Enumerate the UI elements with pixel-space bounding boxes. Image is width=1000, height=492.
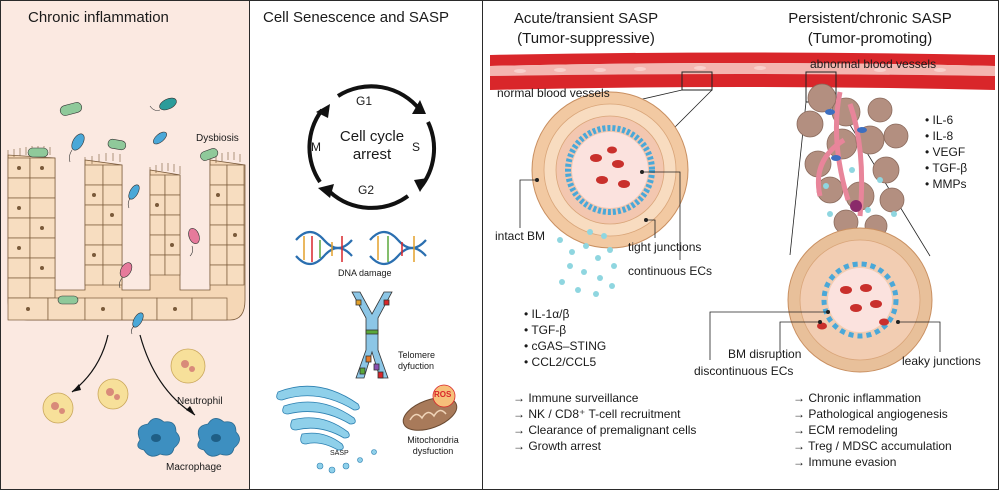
tight-junctions-label: tight junctions: [628, 240, 702, 254]
acute-factor: • CCL2/CCL5: [524, 355, 597, 369]
acute-outcome-list: → Immune surveillance → NK / CD8⁺ T-cell…: [513, 390, 696, 454]
sasp-vesicles: [316, 449, 377, 474]
panel1-title: Chronic inflammation: [28, 9, 169, 26]
continuous-ecs-label: continuous ECs: [628, 264, 713, 278]
abnormal-vessel-rbcs: [817, 284, 889, 330]
acute-factor-list: • IL-1α/β • TGF-β • cGAS–STING • CCL2/CC…: [524, 306, 606, 370]
chronic-factor: • IL-6: [925, 113, 954, 127]
telomere-label: Telomere dyfuction: [398, 350, 436, 371]
normal-vessel-rbcs: [590, 146, 630, 188]
ros-label: ROS: [434, 390, 452, 399]
phase-m-label: M: [311, 140, 321, 154]
mitochondria-label: Mitochondria dysfuction: [407, 435, 459, 456]
chromosome-icon: [351, 291, 393, 379]
golgi-icon: [276, 385, 360, 451]
chronic-factor: • VEGF: [925, 145, 966, 159]
dna-helix-icon: [295, 230, 427, 266]
mitochondria-icon: [402, 384, 458, 431]
acute-outcome: → Clearance of premalignant cells: [513, 423, 697, 437]
acute-factor: • IL-1α/β: [524, 307, 570, 321]
acute-outcome: → NK / CD8⁺ T-cell recruitment: [513, 407, 681, 421]
abnormal-callout-lines: [709, 311, 941, 360]
acute-sasp-particles: [557, 229, 617, 297]
chronic-outcome: → Chronic inflammation: [793, 391, 922, 405]
bacteria-flagella: [69, 105, 193, 335]
abnormal-vessel-branches: [815, 91, 865, 217]
chronic-factor: • MMPs: [925, 177, 967, 191]
blood-vessel-band: [490, 52, 995, 90]
normal-callout-lines: [519, 171, 681, 260]
phase-g2-label: G2: [358, 183, 375, 197]
zoom-box-normal: [681, 71, 713, 91]
macrophage-nuclei: [151, 434, 221, 442]
chronic-factor: • TGF-β: [925, 161, 968, 175]
chronic-outcome: → ECM remodeling: [793, 423, 898, 437]
cell-cycle-arrest-label: Cell cycle arrest: [339, 128, 405, 163]
chronic-outcome-list: → Chronic inflammation → Pathological an…: [793, 390, 952, 470]
cell-cycle-arrowheads: [316, 100, 428, 198]
chronic-outcome: → Treg / MDSC accumulation: [793, 439, 952, 453]
dysbiosis-label: Dysbiosis: [196, 133, 239, 144]
chronic-factor: • IL-8: [925, 129, 954, 143]
bm-disruption-label: BM disruption: [728, 347, 802, 361]
chronic-sasp-particles: [823, 167, 897, 217]
normal-vessel-section: [531, 91, 689, 249]
acute-factor: • TGF-β: [524, 323, 567, 337]
abnormal-vessel-section: [787, 227, 933, 373]
chronic-sasp-title: Persistent/chronic SASP (Tumor-promoting…: [788, 10, 952, 47]
dna-damage-label: DNA damage: [338, 268, 392, 278]
chronic-outcome: → Pathological angiogenesis: [793, 407, 948, 421]
acute-factor: • cGAS–STING: [524, 339, 607, 353]
chronic-outcome: → Immune evasion: [793, 455, 897, 469]
neutrophil-nuclei: [51, 360, 195, 414]
sasp-label: SASP: [330, 450, 349, 457]
intact-bm-label: intact BM: [495, 229, 546, 243]
tumor-purple-cell: [850, 200, 862, 212]
bacteria-icon: [27, 97, 219, 328]
panel2-title: Cell Senescence and SASP: [263, 9, 449, 26]
normal-vessels-label: normal blood vessels: [497, 86, 610, 100]
tumor-immune-cells: [825, 109, 867, 161]
rbc-in-vessel: [514, 66, 946, 73]
panel1-art: [7, 97, 246, 457]
leaky-junctions-label: leaky junctions: [902, 354, 981, 368]
abnormal-vessels-label: abnormal blood vessels: [810, 57, 937, 71]
chronic-factor-list: • IL-6 • IL-8 • VEGF • TGF-β • MMPs: [925, 112, 967, 192]
discontinuous-ecs-label: discontinuous ECs: [694, 364, 794, 378]
dna-base-pairs: [303, 236, 415, 262]
phase-g1-label: G1: [356, 94, 373, 108]
phase-s-label: S: [412, 140, 421, 154]
acute-outcome: → Immune surveillance: [513, 391, 639, 405]
neutrophil-label: Neutrophil: [177, 396, 223, 407]
acute-sasp-title: Acute/transient SASP (Tumor-suppressive): [513, 10, 659, 47]
cell-nuclei: [17, 166, 237, 311]
macrophage-label: Macrophage: [166, 462, 222, 473]
acute-outcome: → Growth arrest: [513, 439, 602, 453]
